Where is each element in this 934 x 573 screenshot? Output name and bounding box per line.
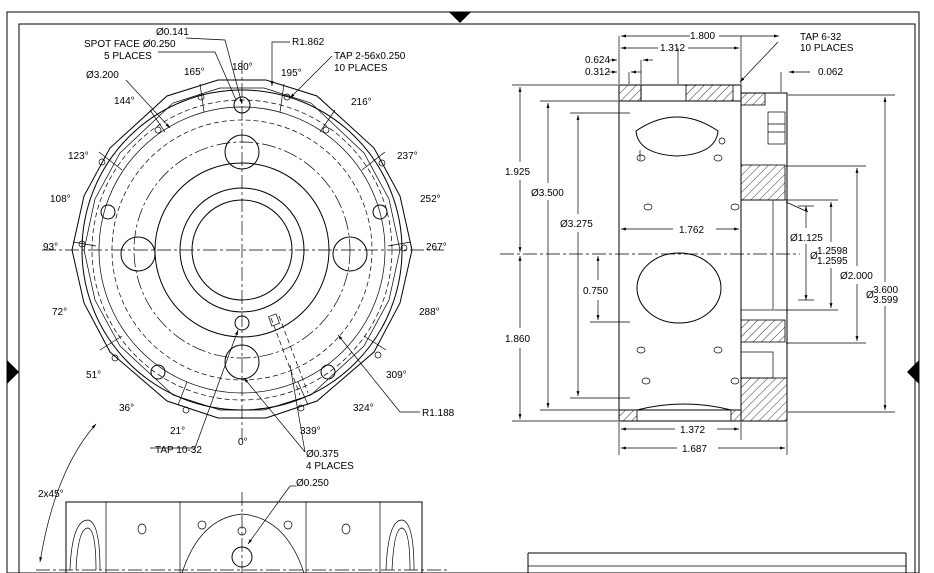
dim-0062: 0.062: [818, 67, 843, 78]
dim-1312: 1.312: [660, 43, 685, 54]
bottom-view: 2x45° Ø0.250: [36, 423, 450, 573]
bolt-circle: [111, 119, 373, 381]
tap-spec-label: TAP 2-56x0.250: [334, 51, 406, 62]
bore-hole-right: [332, 236, 368, 272]
od-tolerance-lo: 3.599: [873, 295, 898, 306]
dim-dia-3275: Ø3.275: [560, 219, 593, 230]
dim-0624: 0.624: [585, 55, 610, 66]
dim-1925: 1.925: [505, 167, 530, 178]
outer-profile: [71, 79, 413, 419]
od-dia-symbol: Ø: [866, 290, 874, 301]
dim-0312: 0.312: [585, 67, 610, 78]
angle-label: 36°: [119, 403, 134, 414]
chamfer-label: 2x45°: [38, 489, 64, 500]
section-view: [500, 84, 800, 422]
bore-hole-bottom: [224, 344, 260, 380]
angle-label: 267°: [426, 242, 447, 253]
angle-label: 288°: [419, 307, 440, 318]
inner-radius-label: R1.188: [422, 408, 455, 419]
section-dimension-lines: [512, 34, 895, 455]
bore-dia-symbol: Ø: [810, 251, 818, 262]
angle-label: 180°: [232, 62, 253, 73]
spot-face-label: SPOT FACE Ø0.250: [84, 39, 176, 50]
dim-1762: 1.762: [679, 225, 704, 236]
dim-1860: 1.860: [505, 334, 530, 345]
tap-count-label: 10 PLACES: [334, 63, 388, 74]
front-view-leaders: [125, 37, 420, 453]
outer-radius-label: R1.862: [292, 37, 325, 48]
center-tap-label: TAP 10-32: [155, 445, 202, 456]
angle-label: 93°: [43, 242, 58, 253]
bore-hole-top: [224, 134, 260, 170]
lower-window: [636, 252, 722, 324]
title-block: [527, 552, 907, 573]
angle-label: 309°: [386, 370, 407, 381]
bore-hole-left: [120, 236, 156, 272]
bottom-hole-label: Ø0.250: [296, 478, 329, 489]
section-dimension-labels: 1.800 1.312 0.624 0.312 0.062 TAP 6-32 1…: [505, 31, 898, 455]
angle-label: 123°: [68, 151, 89, 162]
od-tolerance-hi: 3.600: [873, 285, 898, 296]
tap-hole: [234, 315, 250, 331]
angle-label: 144°: [114, 96, 135, 107]
angle-label: 165°: [184, 67, 205, 78]
dim-1800: 1.800: [690, 31, 715, 42]
tap-632-count: 10 PLACES: [800, 43, 854, 54]
hole-dia-label: Ø0.141: [156, 27, 189, 38]
angle-label: 108°: [50, 194, 71, 205]
dim-dia-1125: Ø1.125: [790, 233, 823, 244]
dim-1687: 1.687: [682, 444, 707, 455]
front-view: [42, 60, 444, 440]
upper-window: [635, 116, 719, 157]
angle-label: 51°: [86, 370, 101, 381]
angle-label: 216°: [351, 97, 372, 108]
bore-tolerance-hi: 1.2598: [817, 246, 848, 257]
angle-label: 195°: [281, 68, 302, 79]
angle-label: 0°: [238, 437, 248, 448]
dim-dia-3500: Ø3.500: [531, 188, 564, 199]
bore-dia-label: Ø0.375: [306, 449, 339, 460]
dim-1372: 1.372: [680, 425, 705, 436]
angle-label: 21°: [170, 426, 185, 437]
tap-632-label: TAP 6-32: [800, 32, 842, 43]
front-view-labels: Ø0.141 SPOT FACE Ø0.250 5 PLACES Ø3.200 …: [43, 27, 455, 472]
angle-label: 237°: [397, 151, 418, 162]
angle-label: 72°: [52, 307, 67, 318]
spot-face-count: 5 PLACES: [104, 51, 152, 62]
angle-label: 252°: [420, 194, 441, 205]
dim-0750: 0.750: [583, 286, 608, 297]
dim-dia-2000: Ø2.000: [840, 271, 873, 282]
angle-label: 324°: [353, 403, 374, 414]
angle-label: 339°: [300, 426, 321, 437]
bore-tolerance-lo: 1.2595: [817, 256, 848, 267]
center-bore: [191, 199, 293, 301]
bore-count-label: 4 PLACES: [306, 461, 354, 472]
sheet-border: [6, 11, 920, 573]
bolt-circle-label: Ø3.200: [86, 70, 119, 81]
